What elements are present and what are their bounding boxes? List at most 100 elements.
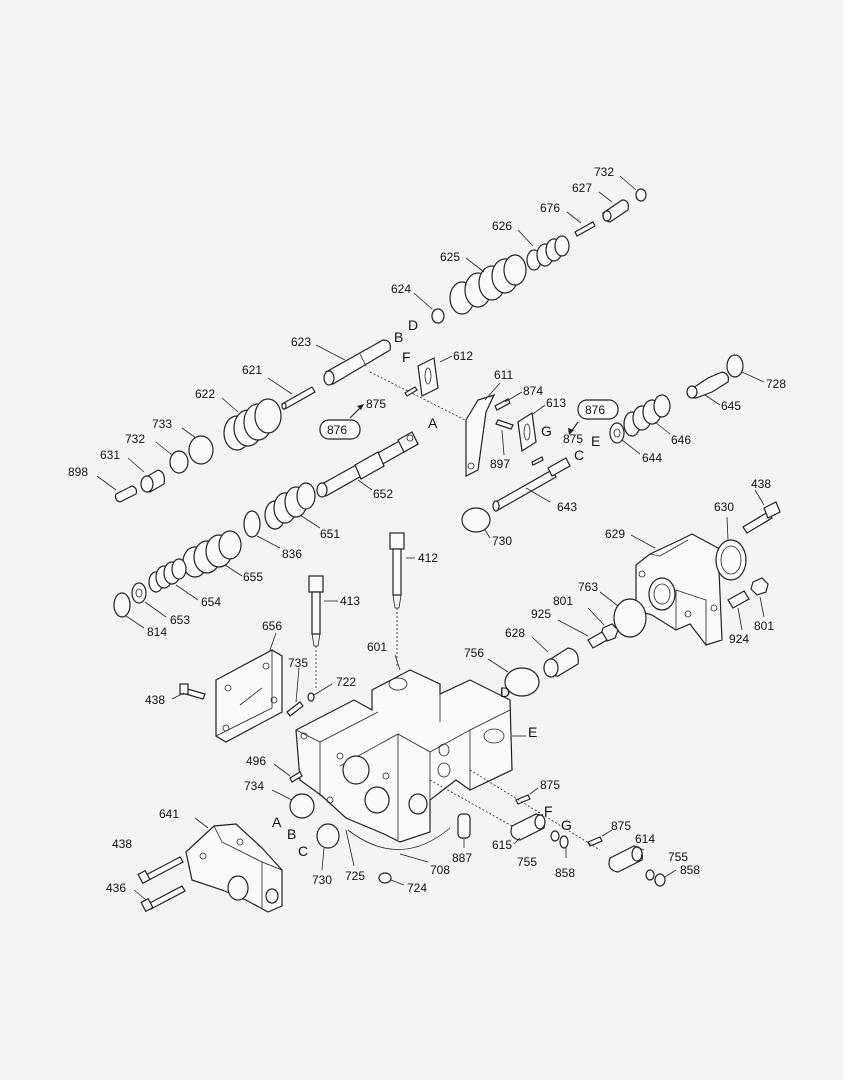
label-438-bottom: 438 — [112, 837, 132, 851]
label-875: 875 — [366, 397, 386, 411]
label-897: 897 — [490, 457, 510, 471]
part-626-spring — [526, 235, 570, 271]
part-615-plug — [510, 813, 546, 841]
part-925-setscrew — [587, 631, 608, 649]
part-612-plate — [417, 357, 439, 397]
label-438-right: 438 — [751, 477, 771, 491]
part-438-bolt-right — [742, 501, 781, 534]
part-652-spool — [316, 431, 419, 498]
part-875-pin-b — [531, 456, 544, 466]
label-646: 646 — [671, 433, 691, 447]
label-A: A — [428, 415, 438, 431]
part-412-bolt — [389, 532, 405, 609]
part-874-pin-b — [495, 419, 514, 430]
label-676: 676 — [540, 201, 560, 215]
label-876-left-text: 876 — [327, 423, 347, 437]
label-623: 623 — [291, 335, 311, 349]
label-C: C — [574, 447, 584, 463]
part-755-oring-b — [645, 869, 655, 881]
label-836: 836 — [282, 547, 302, 561]
part-643-rod — [492, 457, 571, 512]
part-627-plug — [602, 199, 629, 223]
label-730-bottom: 730 — [312, 873, 332, 887]
part-814-snapring — [113, 592, 131, 618]
label-412: 412 — [418, 551, 438, 565]
part-630-ring — [715, 539, 747, 581]
part-629-cover — [635, 533, 723, 646]
part-728-oring — [726, 354, 744, 378]
label-621: 621 — [242, 363, 262, 377]
label-645: 645 — [721, 399, 741, 413]
part-858-ring-b — [654, 873, 666, 887]
part-732-oring-left — [169, 450, 189, 474]
part-875-pin-a — [404, 386, 418, 397]
part-625-spring — [449, 254, 527, 315]
part-655-spring — [182, 530, 242, 578]
label-601: 601 — [367, 640, 387, 654]
label-655: 655 — [243, 570, 263, 584]
part-836-ring — [243, 510, 261, 538]
label-763: 763 — [578, 580, 598, 594]
label-E-2: E — [528, 724, 537, 740]
label-654: 654 — [201, 595, 221, 609]
part-646-spring — [623, 394, 671, 437]
label-734: 734 — [244, 779, 264, 793]
label-801-right: 801 — [754, 619, 774, 633]
label-858: 858 — [555, 866, 575, 880]
part-653-washer — [131, 582, 147, 604]
label-624: 624 — [391, 282, 411, 296]
label-614: 614 — [635, 832, 655, 846]
part-622-spring — [223, 398, 282, 451]
label-622: 622 — [195, 387, 215, 401]
label-438-left: 438 — [145, 693, 165, 707]
part-874-pin — [494, 398, 511, 411]
label-F: F — [402, 349, 411, 365]
part-724-oring — [378, 872, 392, 884]
label-D: D — [408, 317, 418, 333]
part-641-cover — [185, 823, 283, 913]
label-B: B — [394, 329, 403, 345]
label-653: 653 — [170, 613, 190, 627]
label-628: 628 — [505, 626, 525, 640]
label-629: 629 — [605, 527, 625, 541]
label-875-c: 875 — [540, 778, 560, 792]
label-898: 898 — [68, 465, 88, 479]
label-756: 756 — [464, 646, 484, 660]
part-898-pin — [114, 485, 138, 503]
part-801-nut — [750, 577, 769, 596]
label-722: 722 — [336, 675, 356, 689]
label-613: 613 — [546, 396, 566, 410]
label-732-left: 732 — [125, 432, 145, 446]
label-652: 652 — [373, 487, 393, 501]
part-628-plug — [543, 647, 579, 678]
label-651: 651 — [320, 527, 340, 541]
label-413: 413 — [340, 594, 360, 608]
label-612: 612 — [453, 349, 473, 363]
label-755-b: 755 — [668, 850, 688, 864]
label-644: 644 — [642, 451, 662, 465]
part-858-ring — [559, 835, 569, 849]
label-631: 631 — [100, 448, 120, 462]
label-D-2: D — [500, 684, 510, 700]
label-436: 436 — [106, 881, 126, 895]
part-763-oring — [613, 598, 647, 638]
part-722-oring — [307, 692, 315, 702]
part-756-oring — [504, 667, 540, 697]
part-496-pin — [289, 771, 303, 783]
label-627: 627 — [572, 181, 592, 195]
label-G: G — [541, 423, 552, 439]
part-875-pin-c — [515, 794, 531, 805]
label-755: 755 — [517, 855, 537, 869]
part-614-plug — [608, 845, 643, 873]
part-730-oring — [461, 507, 491, 533]
part-734-oring — [289, 793, 315, 819]
label-E: E — [591, 433, 600, 449]
label-C-2: C — [298, 843, 308, 859]
label-724: 724 — [407, 881, 427, 895]
label-876-left — [319, 419, 361, 440]
part-623-plunger — [323, 339, 391, 386]
label-801: 801 — [553, 594, 573, 608]
label-B-2: B — [287, 826, 296, 842]
part-631-bushing — [140, 469, 165, 493]
